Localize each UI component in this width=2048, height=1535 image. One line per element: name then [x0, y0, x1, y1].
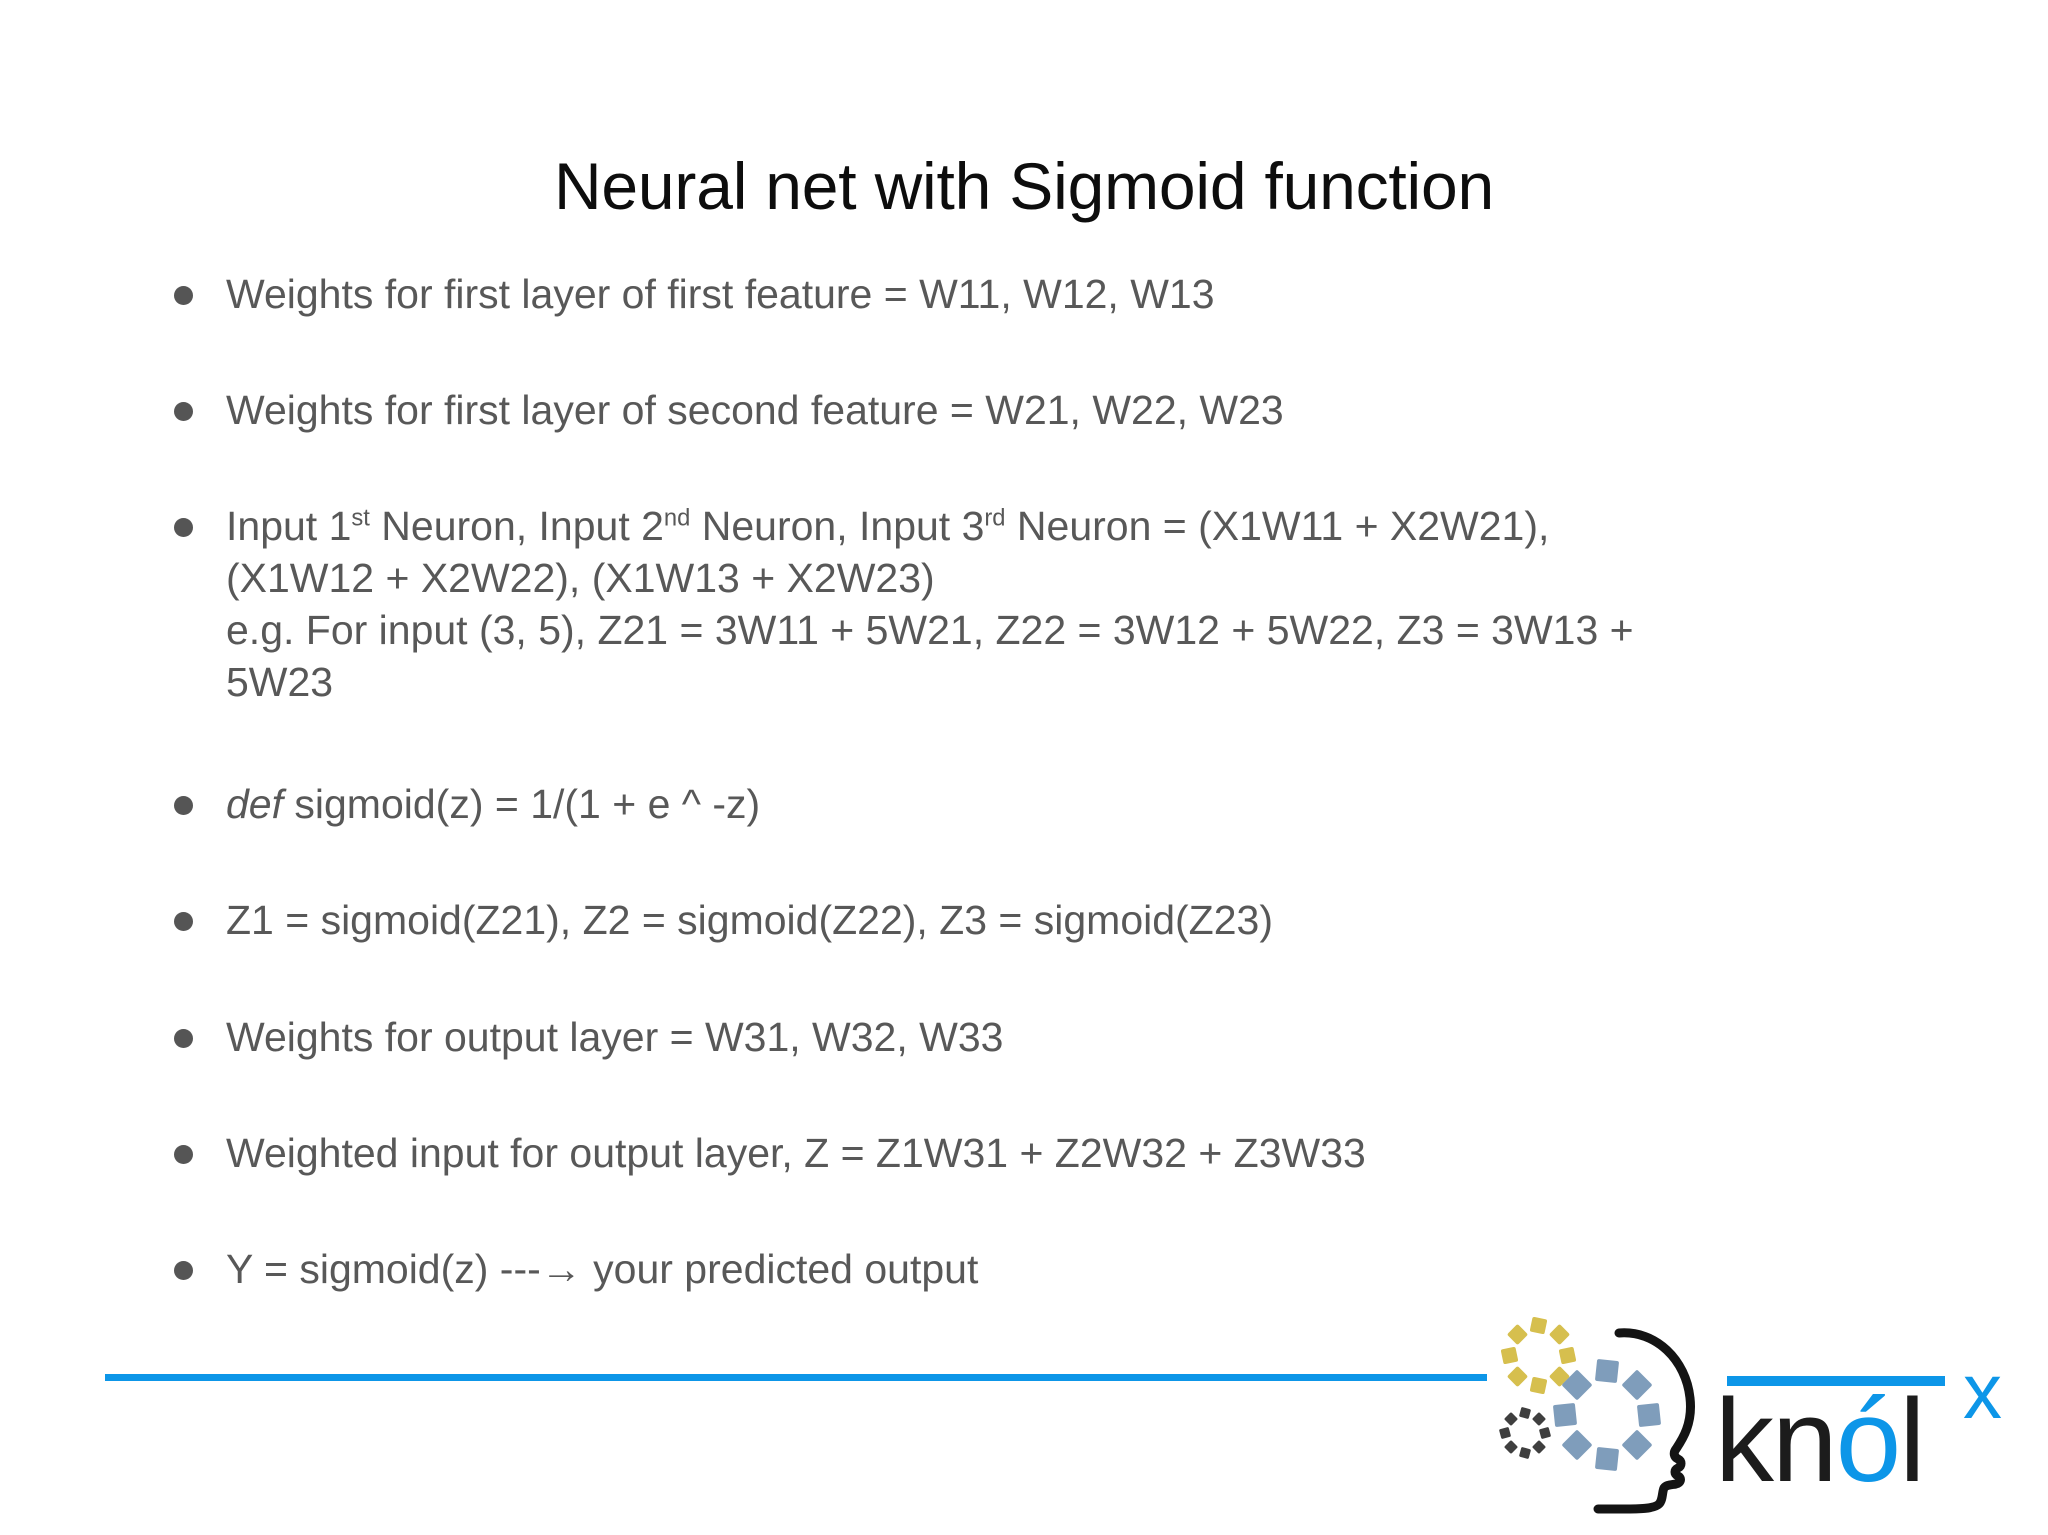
bullet-dot-icon	[174, 286, 193, 305]
bullet-dot-icon	[174, 1028, 193, 1048]
bullet-line: Weighted input for output layer, Z = Z1W…	[226, 1129, 1366, 1176]
logo-superscript-x: x	[1963, 1347, 2002, 1435]
bullet-line: Weights for first layer of first feature…	[226, 271, 1215, 317]
list-item-weights-first-layer-first-feature: Weights for first layer of first feature…	[168, 268, 1948, 320]
ordinal-suffix-st: st	[351, 504, 370, 532]
logo-wordmark: knól x	[1715, 1330, 2035, 1520]
list-item-input-neurons-formula: Input 1st Neuron, Input 2nd Neuron, Inpu…	[168, 500, 1948, 708]
gear-cluster-gold-icon	[1500, 1316, 1577, 1395]
bullet-line: Y = sigmoid(z) ---→ your predicted outpu…	[226, 1245, 979, 1292]
bullet-list: Weights for first layer of first feature…	[168, 268, 1948, 1295]
list-item-predicted-output: Y = sigmoid(z) ---→ your predicted outpu…	[168, 1243, 1948, 1295]
bullet-line: Weights for first layer of second featur…	[226, 387, 1284, 434]
bullet-dot-icon	[174, 518, 193, 538]
keyword-def: def	[226, 781, 283, 828]
list-item-weights-output-layer: Weights for output layer = W31, W32, W33	[168, 1011, 1948, 1063]
list-item-weighted-input-output-layer: Weighted input for output layer, Z = Z1W…	[168, 1127, 1948, 1179]
bullet-line: def sigmoid(z) = 1/(1 + e ^ -z)	[226, 781, 761, 828]
footer-divider	[105, 1374, 1487, 1381]
list-item-hidden-activations: Z1 = sigmoid(Z21), Z2 = sigmoid(Z22), Z3…	[168, 894, 1948, 946]
page-title: Neural net with Sigmoid function	[553, 149, 1495, 224]
bullet-dot-icon	[174, 1260, 193, 1280]
head-profile-icon	[1593, 1328, 1695, 1514]
bullet-dot-icon	[174, 912, 193, 932]
bullet-line-4-example-cont: 5W23	[226, 659, 334, 706]
knolx-logo: knól x	[1490, 1316, 2035, 1526]
logo-overline-bar	[1727, 1376, 1945, 1386]
bullet-line-3-example: e.g. For input (3, 5), Z21 = 3W11 + 5W21…	[226, 607, 1634, 654]
logo-mark	[1490, 1316, 1720, 1521]
bullet-dot-icon	[174, 402, 193, 422]
logo-word-knol: knól	[1715, 1375, 1926, 1507]
bullet-dot-icon	[174, 1144, 193, 1164]
logo-accent-o: ó	[1835, 1375, 1902, 1507]
list-item-sigmoid-definition: def sigmoid(z) = 1/(1 + e ^ -z)	[168, 778, 1948, 830]
gear-cluster-blue-icon	[1553, 1359, 1661, 1471]
ordinal-suffix-rd: rd	[984, 504, 1006, 532]
list-item-weights-first-layer-second-feature: Weights for first layer of second featur…	[168, 384, 1948, 436]
bullet-line-2: (X1W12 + X2W22), (X1W13 + X2W23)	[226, 555, 935, 602]
bullet-line: Z1 = sigmoid(Z21), Z2 = sigmoid(Z22), Z3…	[226, 897, 1273, 944]
bullet-line: Weights for output layer = W31, W32, W33	[226, 1013, 1004, 1060]
gear-cluster-gray-icon	[1499, 1407, 1551, 1459]
bullet-dot-icon	[174, 796, 193, 816]
bullet-line-1: Input 1st Neuron, Input 2nd Neuron, Inpu…	[226, 503, 1550, 550]
ordinal-suffix-nd: nd	[663, 504, 691, 532]
